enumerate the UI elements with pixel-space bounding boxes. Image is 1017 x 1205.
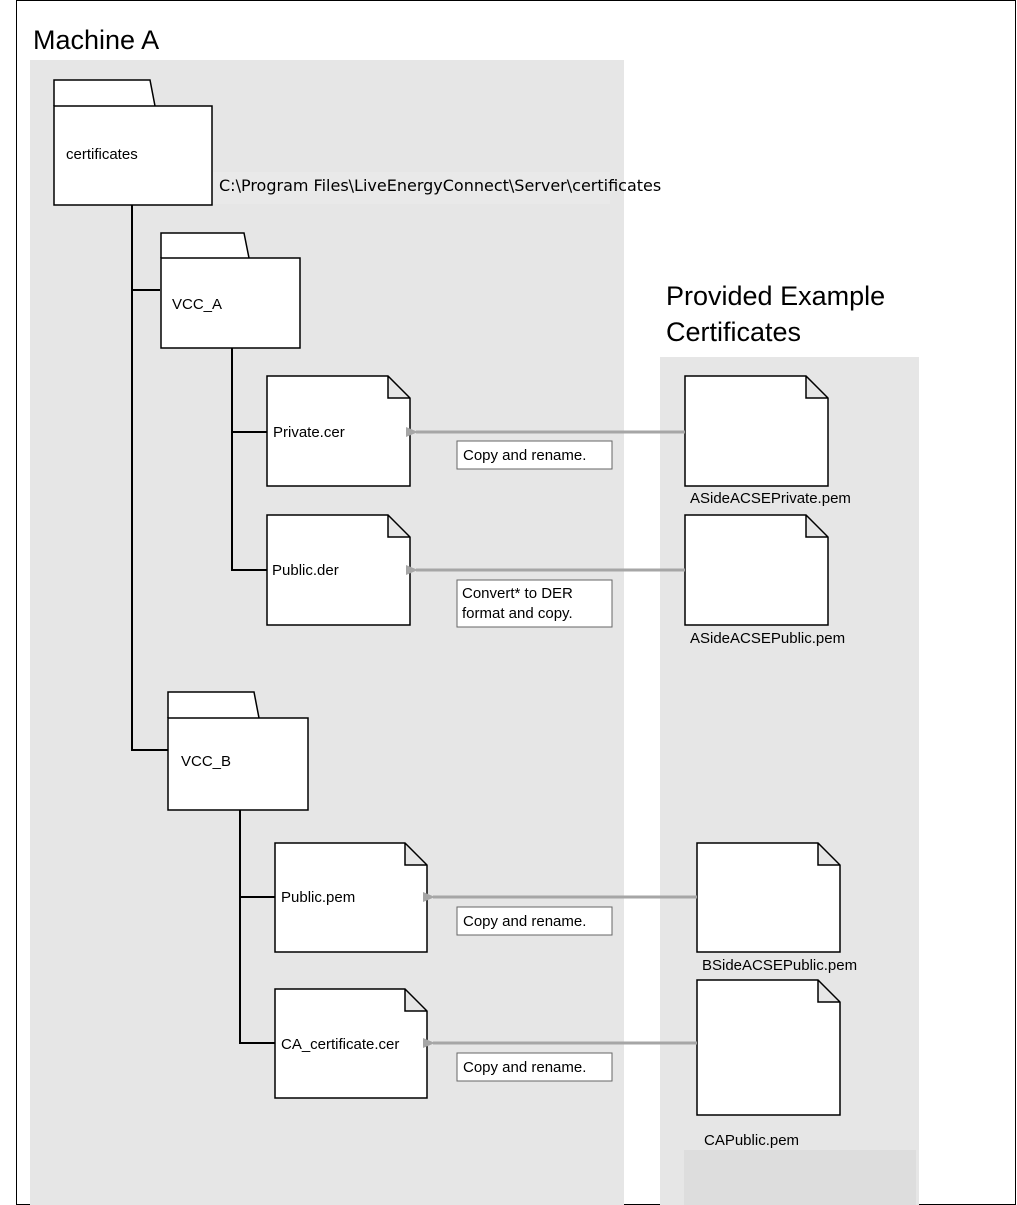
action-label-convert-line1: Convert* to DER (462, 585, 573, 602)
path-label: C:\Program Files\LiveEnergyConnect\Serve… (219, 176, 661, 195)
tree-connectors (131, 205, 275, 1044)
folder-label-vcc-b: VCC_B (181, 753, 231, 770)
action-label-copy-rename-1: Copy and rename. (463, 447, 586, 464)
folder-label-certificates: certificates (66, 146, 138, 163)
file-icon-ca-public (696, 979, 841, 1116)
file-icon-private-cer (266, 375, 411, 487)
file-label-aside-private: ASideACSEPrivate.pem (690, 490, 851, 507)
file-label-ca-public: CAPublic.pem (704, 1132, 799, 1149)
file-icon-aside-private (684, 375, 829, 487)
action-box-copy-rename-1 (456, 440, 613, 470)
file-icon-ca-certificate (274, 988, 428, 1099)
file-label-ca-certificate: CA_certificate.cer (281, 1036, 399, 1053)
action-label-copy-rename-2: Copy and rename. (463, 913, 586, 930)
provided-title-line2: Certificates (666, 317, 801, 347)
file-label-bside-public: BSideACSEPublic.pem (702, 957, 857, 974)
file-icon-aside-public (684, 514, 829, 626)
action-box-copy-rename-2 (456, 906, 613, 936)
file-icon-public-der (266, 514, 411, 626)
file-label-private-cer: Private.cer (273, 424, 345, 441)
folder-icon-vcc-b (167, 691, 309, 811)
copy-arrows (406, 427, 697, 1048)
folder-label-vcc-a: VCC_A (172, 296, 222, 313)
provided-title-line1: Provided Example (666, 281, 885, 311)
action-label-copy-rename-3: Copy and rename. (463, 1059, 586, 1076)
action-box-copy-rename-3 (456, 1052, 613, 1082)
file-label-public-der: Public.der (272, 562, 339, 579)
action-box-convert (456, 579, 613, 628)
folder-icon-certificates (53, 79, 213, 206)
provided-panel-bottom-band (684, 1150, 916, 1205)
file-icon-bside-public (696, 842, 841, 953)
file-icon-public-pem (274, 842, 428, 953)
path-label-band (212, 172, 610, 204)
folder-icon-vcc-a (160, 232, 301, 349)
machine-title: Machine A (33, 25, 159, 55)
file-label-aside-public: ASideACSEPublic.pem (690, 630, 845, 647)
action-label-convert-line2: format and copy. (462, 605, 573, 622)
file-label-public-pem: Public.pem (281, 889, 355, 906)
